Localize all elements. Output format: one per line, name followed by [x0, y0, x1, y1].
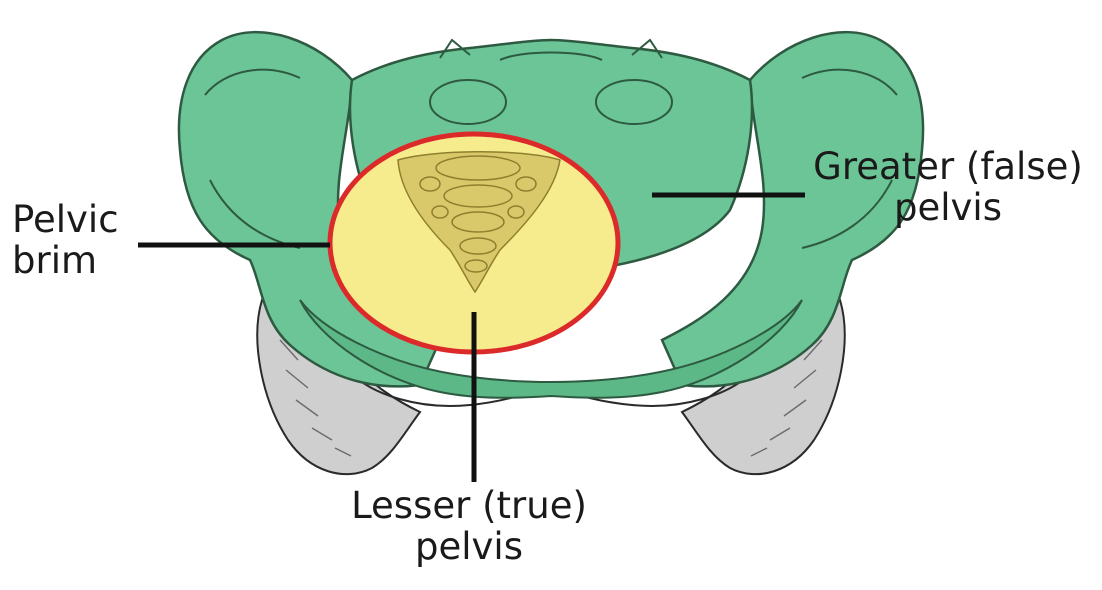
greater-pelvis-label-line1: Greater (false) — [812, 146, 1084, 187]
greater-pelvis-label-line2: pelvis — [812, 187, 1084, 228]
lesser-pelvis-label-line2: pelvis — [338, 526, 600, 567]
lesser-pelvis-label: Lesser (true) pelvis — [338, 485, 600, 567]
pelvic-brim-label: Pelvic brim — [12, 199, 119, 281]
pelvic-brim-label-line1: Pelvic — [12, 199, 119, 240]
pelvic-brim-label-line2: brim — [12, 240, 119, 281]
lesser-pelvis-label-line1: Lesser (true) — [338, 485, 600, 526]
greater-pelvis-label: Greater (false) pelvis — [812, 146, 1084, 228]
